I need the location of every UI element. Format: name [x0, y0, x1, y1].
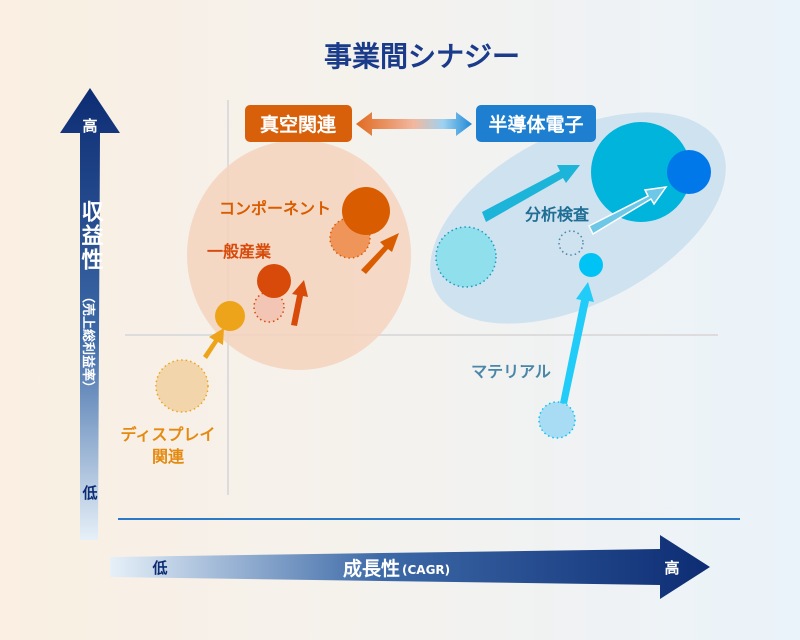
general-industry-current-bubble — [257, 264, 291, 298]
analysis-arrow-icon — [587, 186, 668, 236]
vacuum-label-box — [245, 105, 352, 142]
display-arrow-icon — [203, 328, 224, 359]
y-axis-high: 高 — [82, 117, 97, 135]
general-industry-arrow-icon — [291, 280, 308, 326]
component-arrow-icon — [361, 233, 399, 274]
display-label-1: ディスプレイ — [121, 425, 216, 444]
material-past-bubble — [538, 401, 576, 439]
x-axis-high: 高 — [664, 559, 679, 577]
analysis-past-bubble — [558, 230, 584, 256]
semiconductor-arrow-icon — [482, 165, 580, 222]
semiconductor-current-bubble — [591, 122, 691, 222]
page-title: 事業間シナジー — [324, 40, 520, 73]
material-arrow-icon — [560, 282, 594, 404]
x-axis-sublabel: (CAGR) — [402, 563, 450, 577]
display-current-bubble — [215, 301, 245, 331]
component-label: コンポーネント — [219, 199, 331, 218]
display-past-bubble — [155, 359, 209, 413]
display-label-2: 関連 — [152, 447, 185, 466]
semiconductor-past-bubble — [435, 226, 497, 288]
material-label: マテリアル — [471, 362, 551, 381]
semiconductor-label-box — [476, 105, 596, 142]
semiconductor-core-bubble — [667, 150, 711, 194]
synergy-double-arrow-icon — [356, 112, 472, 136]
x-axis-low: 低 — [151, 559, 167, 577]
y-axis-low: 低 — [81, 484, 97, 502]
general-industry-label: 一般産業 — [207, 242, 272, 261]
y-axis-sublabel: （売上総利益率） — [80, 290, 96, 394]
x-axis-label: 成長性 — [343, 557, 400, 580]
component-current-bubble — [342, 187, 390, 235]
vacuum-label: 真空関連 — [260, 113, 337, 136]
general-industry-past-bubble — [253, 291, 285, 323]
growth-axis-arrow — [110, 535, 710, 599]
analysis-label: 分析検査 — [525, 205, 589, 224]
analysis-current-bubble — [579, 253, 603, 277]
profitability-axis-arrow — [60, 88, 120, 540]
semiconductor-label: 半導体電子 — [488, 113, 583, 136]
y-axis-label: 収益性 — [78, 200, 104, 272]
